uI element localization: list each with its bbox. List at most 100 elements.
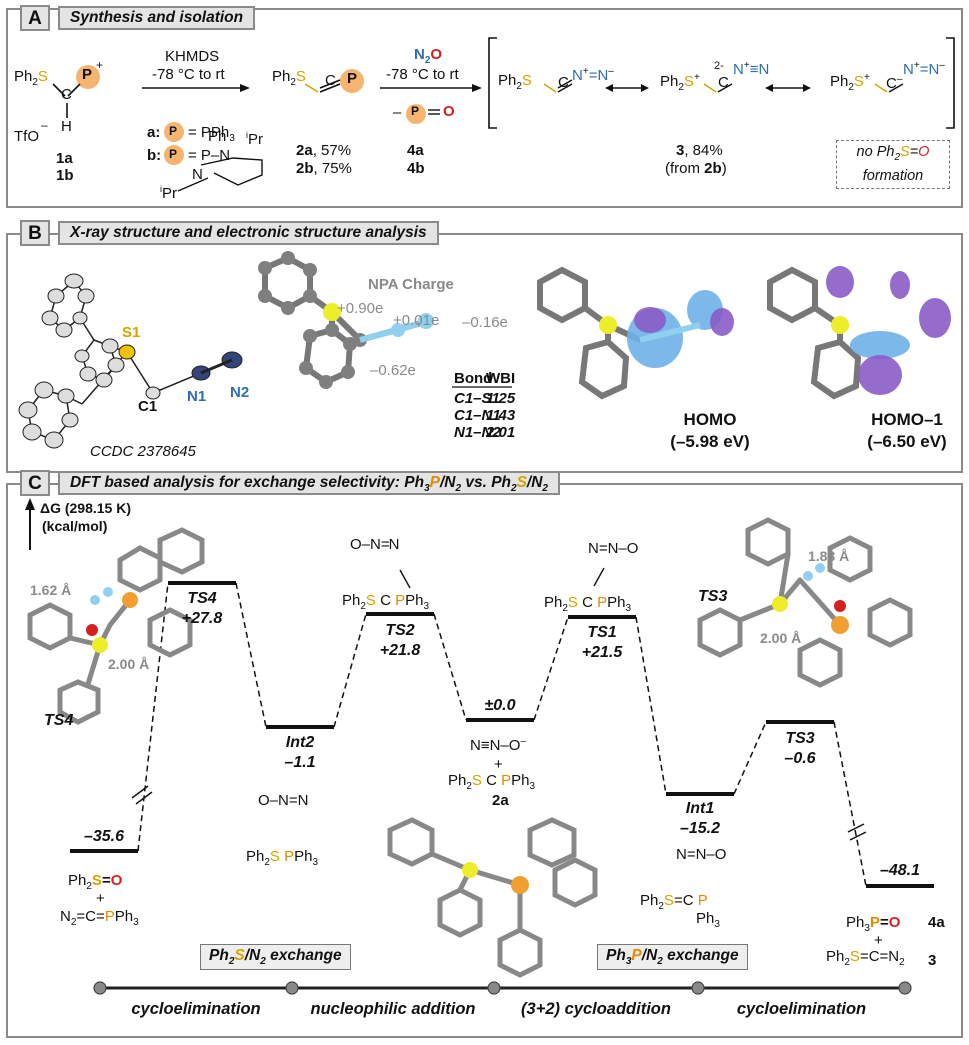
homo-energy: (–5.98 eV) — [670, 432, 750, 451]
ylide-structure: Ph2S C PPh3 — [448, 772, 536, 792]
axis-unit: (kcal/mol) — [42, 518, 108, 534]
resonance-1: Ph2S — [498, 72, 532, 92]
cmpd-1b: 1b — [56, 167, 74, 184]
cmpd-1a: 1a — [56, 150, 73, 167]
dist-ts3-a: 1.83 Å — [808, 548, 850, 564]
ts2-structure: Ph2S C PPh3 — [342, 592, 430, 612]
cmpd-4a-c: 4a — [928, 914, 945, 931]
energy-ph3po: –48.1 — [879, 862, 921, 879]
n2c-ylide: N2=C=PPh3 — [60, 908, 139, 928]
def-a-label: a: — [147, 124, 161, 141]
wbi-header-wbi: WBI — [486, 370, 516, 387]
energy-ts3: –0.6 — [784, 750, 816, 767]
reagent-khmds: KHMDS — [165, 48, 220, 65]
homo1-label: HOMO–1 — [871, 410, 943, 429]
atom-label-n2: N2 — [230, 384, 250, 401]
cmpd-3-source: (from 2b) — [665, 160, 727, 177]
homo1-energy: (–6.50 eV) — [867, 432, 947, 451]
panel-c-label: C — [20, 470, 50, 496]
energy-ts1: +21.5 — [581, 644, 623, 661]
exchange-s-box: Ph2S/N2 exchange — [200, 944, 351, 971]
panel-a-label: A — [20, 5, 50, 31]
condition-2: -78 °C to rt — [386, 66, 459, 83]
wbi-row-bond: C1–N1 — [454, 407, 501, 424]
panel-b-title: X-ray structure and electronic structure… — [58, 221, 439, 245]
axis-label: ΔG (298.15 K) — [40, 500, 131, 516]
p-atom: P — [82, 66, 93, 83]
product-3-structure: Ph2S=C=N2 — [826, 948, 905, 968]
wbi-row-value: 1.25 — [486, 390, 516, 407]
energy-ph2so: –35.6 — [83, 828, 125, 845]
ts1-structure: Ph2S C PPh3 — [544, 594, 632, 614]
step-label: (3+2) cycloaddition — [521, 1000, 671, 1018]
label-int2: Int2 — [285, 734, 315, 751]
p-circle-1 — [76, 65, 100, 89]
def-a-value: = PPh3 — [188, 124, 235, 144]
resonance-3: Ph2S+ — [830, 72, 870, 93]
cmpd-2a-c: 2a — [492, 792, 509, 809]
ccdc-number: CCDC 2378645 — [90, 443, 196, 460]
int1-ring: N=N–O — [676, 846, 727, 863]
homo-label: HOMO — [683, 410, 737, 429]
cmpd-4a: 4a — [407, 142, 424, 159]
panel-c-title: DFT based analysis for exchange selectiv… — [58, 471, 560, 495]
cmpd-2b-yield: 2b, 75% — [296, 160, 352, 177]
label-ts3: TS3 — [785, 730, 815, 747]
wbi-row-value: 1.43 — [486, 407, 516, 424]
ts4-structure-label: TS4 — [44, 712, 74, 729]
dist-ts3-b: 2.00 Å — [760, 630, 802, 646]
panel-b-label: B — [20, 220, 50, 246]
cmpd-2a-yield: 2a, 57% — [296, 142, 352, 159]
wbi-header-bond: Bond — [454, 370, 493, 387]
label-ts4: TS4 — [187, 590, 217, 607]
ts1-n2o: N=N–O — [588, 540, 639, 557]
ph2so-structure: Ph2S=O — [68, 872, 123, 892]
n2o-structure: N≡N–O– — [470, 736, 526, 754]
resonance-2: Ph2S+ — [660, 72, 700, 93]
energy-ref: ±0.0 — [484, 697, 516, 714]
cmpd-3-c: 3 — [928, 952, 937, 969]
reagent-n2o: N2O — [414, 46, 443, 66]
dist-ts4-a: 1.62 Å — [30, 582, 72, 598]
label-int1: Int1 — [685, 800, 715, 817]
def-b-label: b: — [147, 147, 162, 164]
cmpd-3-yield: 3, 84% — [676, 142, 723, 159]
npa-title: NPA Charge — [368, 276, 454, 293]
npa-charge-n1: +0.01e — [393, 312, 440, 329]
charge-2minus: 2- — [714, 60, 724, 72]
energy-ts4: +27.8 — [181, 610, 223, 627]
ph3po-structure: Ph3P=O — [846, 914, 901, 934]
atom-label-c1: C1 — [138, 398, 158, 415]
tfo-counterion: TfO — [14, 128, 39, 145]
npa-charge-s: +0.90e — [337, 300, 384, 317]
ts2-n2o: O–N=N — [350, 536, 400, 553]
atom-label-n1: N1 — [187, 388, 207, 405]
label-ts1: TS1 — [587, 624, 617, 641]
energy-ts2: +21.8 — [379, 642, 421, 659]
ts3-structure-label: TS3 — [698, 588, 728, 605]
wbi-row-value: 2.01 — [486, 424, 516, 441]
byproduct-o: O — [443, 103, 455, 120]
exchange-p-box: Ph3P/N2 exchange — [597, 944, 748, 971]
panel-a — [6, 8, 963, 208]
step-label: cycloelimination — [131, 1000, 261, 1018]
step-label: cycloelimination — [736, 1000, 867, 1018]
npa-charge-c: –0.62e — [370, 362, 416, 379]
int2-n2o: O–N=N — [258, 792, 309, 809]
energy-int1: –15.2 — [679, 820, 721, 837]
wbi-row-bond: C1–S1 — [454, 390, 500, 407]
cmpd1-structure: Ph2S — [14, 68, 48, 88]
cmpd2-structure: Ph2S — [272, 68, 306, 88]
step-label: nucleophilic addition — [310, 1000, 476, 1018]
cmpd-4b: 4b — [407, 160, 425, 177]
no-sulfoxide-note: no Ph2S=O formation — [836, 140, 950, 189]
atom-label-s1: S1 — [122, 324, 141, 341]
panel-a-title: Synthesis and isolation — [58, 6, 256, 30]
byproduct-p: P — [411, 104, 420, 118]
energy-int2: –1.1 — [284, 754, 316, 771]
byproduct-prefix: – — [393, 104, 402, 121]
dist-ts4-b: 2.00 Å — [108, 656, 150, 672]
